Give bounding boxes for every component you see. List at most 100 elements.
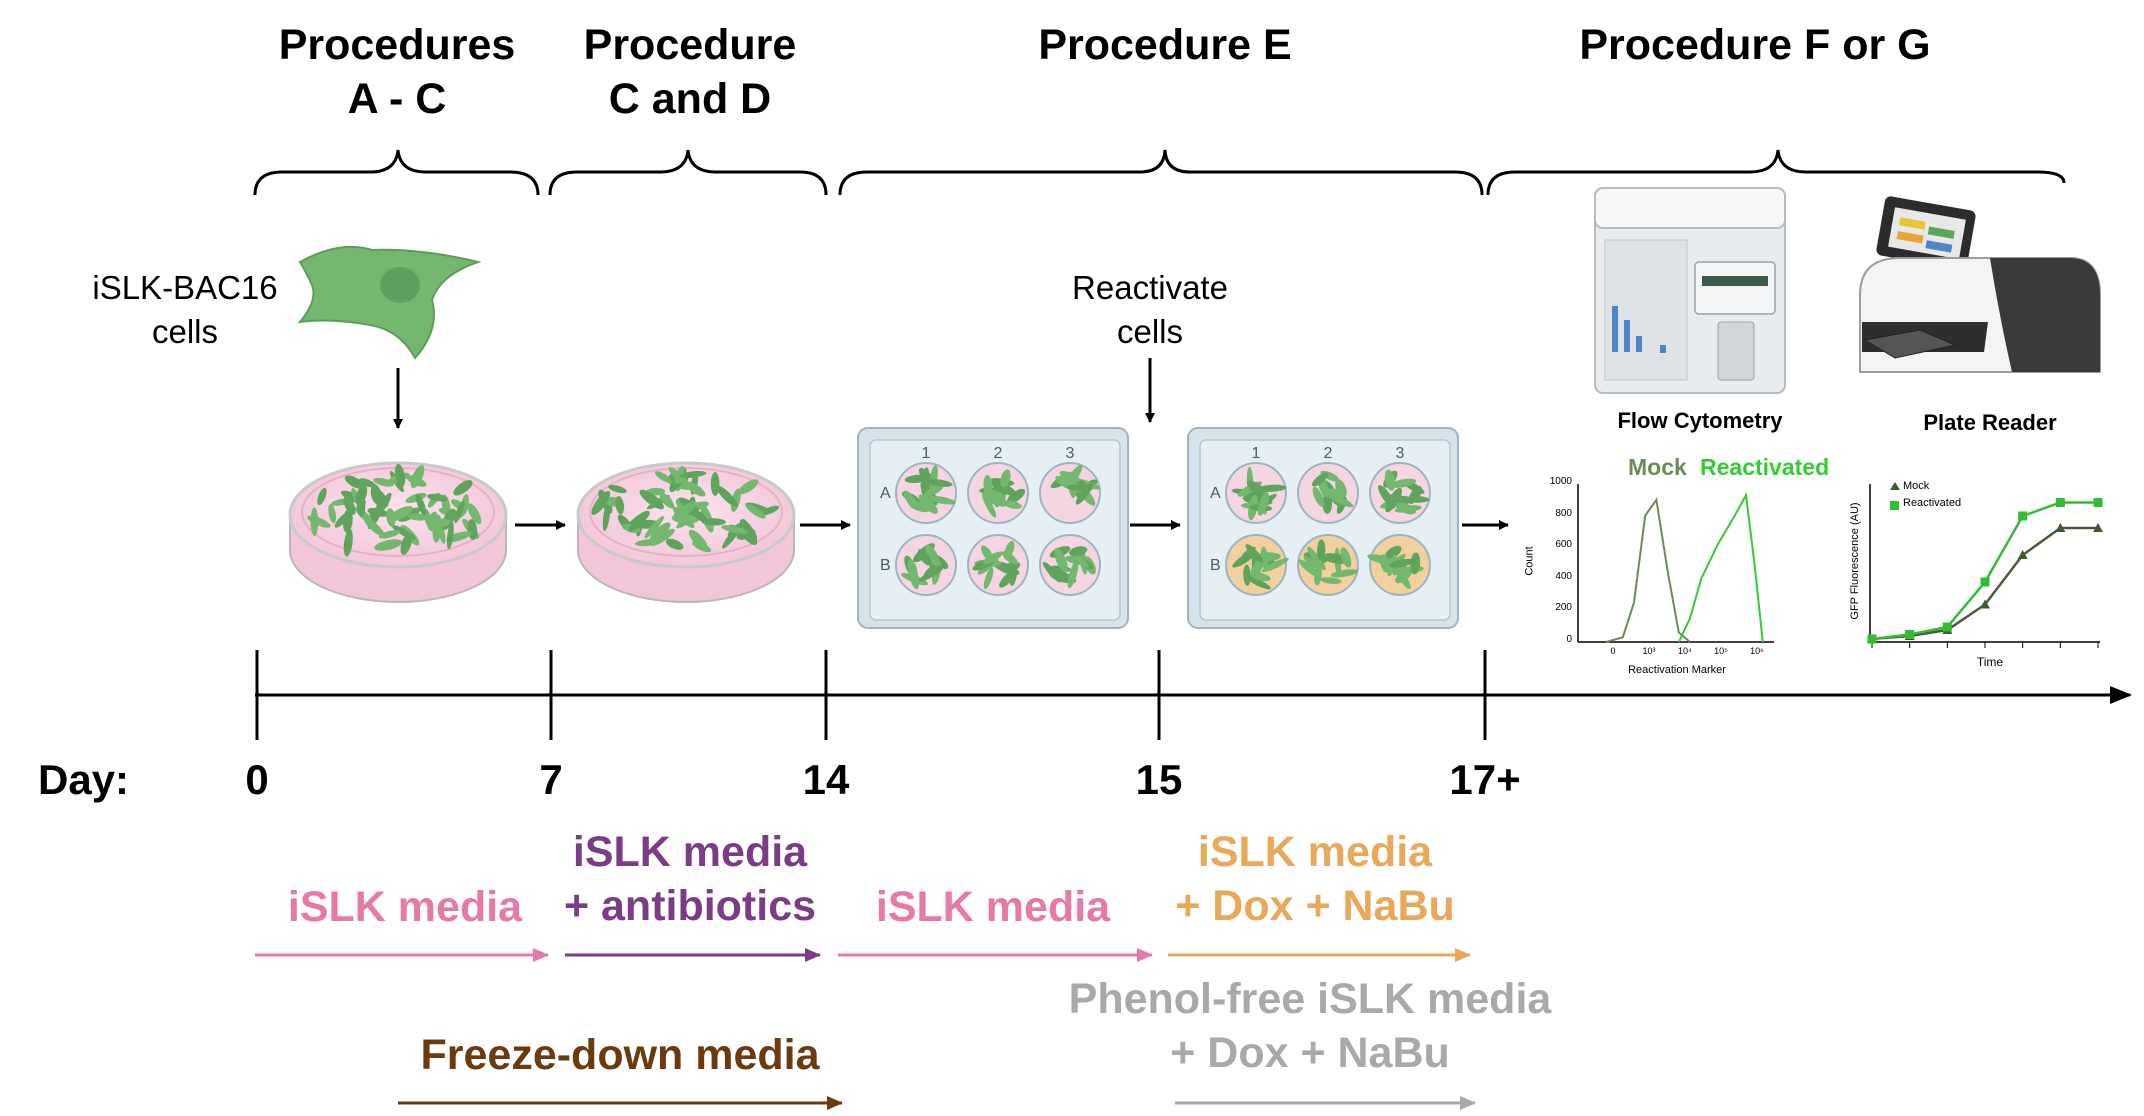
cell-shape xyxy=(608,484,627,494)
cell-shape xyxy=(1261,558,1289,572)
cell-shape xyxy=(928,496,956,505)
cell-shape xyxy=(649,522,671,542)
gfp-point xyxy=(1942,622,1952,632)
gfp-point xyxy=(1905,630,1915,639)
cell-shape xyxy=(400,534,412,555)
legend-reactivated: Reactivated xyxy=(1700,454,1830,480)
cell-shape xyxy=(1002,551,1018,565)
cell-shape xyxy=(1245,575,1271,590)
procedures-a-c-title: Procedures A - C xyxy=(262,18,532,126)
cell-shape xyxy=(615,496,625,515)
cell-shape xyxy=(358,478,376,488)
cell-shape xyxy=(926,479,953,487)
gfp-point xyxy=(2055,523,2066,532)
cell-shape xyxy=(387,505,414,522)
flow-cytometry-label: Flow Cytometry xyxy=(1617,408,1783,433)
cell-shape xyxy=(907,561,920,590)
cell-shape xyxy=(981,491,997,518)
cell-shape xyxy=(1367,554,1395,565)
gfp-point xyxy=(1980,577,1990,587)
legend-reactivated-marker xyxy=(1890,501,1899,510)
plate-column-label: 3 xyxy=(1396,445,1405,462)
cell-shape xyxy=(394,463,406,488)
gfp-point xyxy=(1980,599,1990,609)
flow-y-tick: 600 xyxy=(1555,539,1572,551)
flow-cytometer-icon xyxy=(1594,187,1786,394)
cell-shape xyxy=(715,485,738,507)
cells-label: iSLK-BAC16 cells xyxy=(92,269,278,350)
cell-shape xyxy=(721,525,748,534)
cell-shape xyxy=(1250,559,1265,575)
plate-row-label: A xyxy=(880,485,891,502)
series-reactivated-line xyxy=(1871,501,2098,641)
media-islk-2: iSLK media xyxy=(875,883,1111,931)
cell-shape xyxy=(918,494,938,514)
cell-shape xyxy=(1307,546,1325,570)
cell-shape xyxy=(427,518,451,528)
gfp-legend-reactivated: Reactivated xyxy=(1903,497,1962,509)
cell-shape xyxy=(1385,487,1403,513)
flow-x-tick: 10⁵ xyxy=(1714,646,1728,656)
cell-shape xyxy=(1410,552,1421,575)
plate-column-label: 1 xyxy=(1252,445,1261,462)
cell-shape xyxy=(453,480,473,496)
cell-shape xyxy=(446,521,454,550)
procedure-e-title: Procedure E xyxy=(1038,21,1292,69)
day-14: 14 xyxy=(802,756,850,803)
cell-shape xyxy=(674,465,685,484)
media-phenol-free: Phenol-free iSLK media + Dox + NaBu xyxy=(1068,975,1552,1077)
cell-shape xyxy=(375,489,389,507)
cell-shape xyxy=(984,489,1006,501)
gfp-line-chart xyxy=(1867,482,2103,648)
cell-shape xyxy=(1004,500,1022,509)
cell-shape xyxy=(342,508,353,533)
gfp-point xyxy=(1867,634,1877,644)
cell-shape xyxy=(344,475,364,489)
cell-shape xyxy=(1395,502,1416,515)
cell-shape xyxy=(1257,492,1270,516)
media-freeze-down: Freeze-down media xyxy=(420,1031,820,1079)
brace-procedure-c-d xyxy=(548,149,828,196)
cell-shape xyxy=(1396,568,1411,589)
cell-shape xyxy=(378,530,401,539)
cell-shape xyxy=(644,516,665,539)
cell-shape xyxy=(373,477,394,487)
cell-shape xyxy=(923,484,944,497)
plate-reader-icon xyxy=(1859,196,2101,373)
procedure-c-d-title: Procedure C and D xyxy=(555,18,825,126)
day-0: 0 xyxy=(245,756,269,803)
gfp-x-label: Time xyxy=(1976,655,2004,669)
cell-shape xyxy=(1390,478,1417,488)
gfp-point xyxy=(2017,550,2028,559)
proc-ac: Procedures A - C xyxy=(278,21,516,123)
plate-row-label: B xyxy=(1210,557,1221,574)
cell-shape xyxy=(406,475,427,487)
flow-y-label: Count xyxy=(1523,546,1536,576)
flow-y-tick: 400 xyxy=(1555,570,1572,582)
cell-shape xyxy=(688,529,708,551)
cell-shape xyxy=(1243,564,1251,586)
cell-shape xyxy=(427,493,448,502)
cell-shape xyxy=(1246,480,1268,498)
gfp-point xyxy=(2093,523,2103,532)
cell-shape xyxy=(701,518,726,526)
proc-cd: Procedure C and D xyxy=(583,21,797,123)
gfp-point xyxy=(2055,498,2065,507)
flow-y-tick: 1000 xyxy=(1549,476,1572,487)
plate-column-label: 1 xyxy=(922,445,931,462)
cell-shape xyxy=(908,500,930,513)
cell-shape xyxy=(917,549,932,566)
plate-column-label: 3 xyxy=(1066,445,1075,462)
cell-shape xyxy=(918,566,944,582)
cell-shape xyxy=(1059,471,1081,482)
cell-shape xyxy=(1317,539,1326,561)
cell-shape xyxy=(1408,486,1422,504)
cell-shape xyxy=(745,504,766,519)
cell-shape xyxy=(328,504,337,524)
islk-cell-icon xyxy=(297,245,482,360)
cell-shape xyxy=(1340,547,1352,568)
reactivate-label: Reactivate cells xyxy=(1072,269,1228,350)
cell-shape xyxy=(454,501,465,524)
cell-shape xyxy=(355,484,368,506)
cell-shape xyxy=(684,481,706,497)
